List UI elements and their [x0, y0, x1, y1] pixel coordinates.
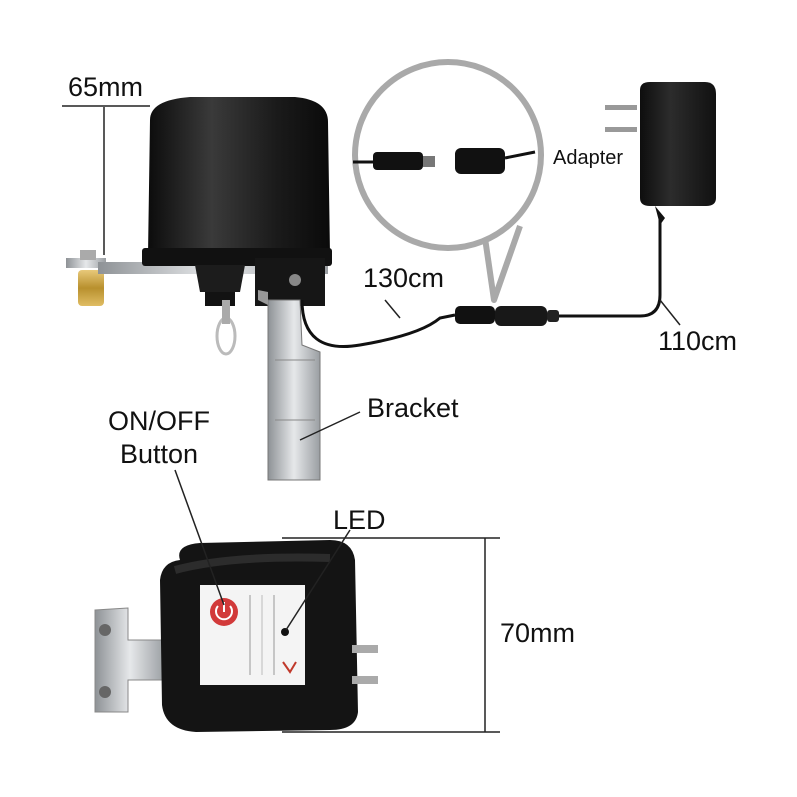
button-label-line1: ON/OFF: [108, 406, 210, 436]
width-dimension-label: 70mm: [500, 618, 576, 648]
actuator-knob: [195, 265, 245, 292]
adapter-cable-length-label: 110cm: [658, 326, 738, 356]
zoom-circle: [352, 59, 544, 251]
valve-cable-length-label: 130cm: [363, 263, 445, 293]
connector-zoom-callout: [352, 59, 544, 303]
bracket: [267, 299, 321, 481]
actuator-dome: [148, 97, 330, 255]
valve-actuator-front-view: [94, 469, 500, 733]
button-label-line2: Button: [119, 439, 199, 469]
height-dimension-label: 65mm: [68, 72, 144, 102]
adapter-label: Adapter: [553, 147, 624, 169]
led-pointer: [285, 529, 351, 631]
button-pointer: [174, 469, 225, 606]
adapter-body: [640, 82, 716, 206]
bracket-pointer: [299, 411, 361, 441]
led-label: LED: [333, 505, 386, 535]
valve-cable: [300, 299, 456, 348]
cable-connector: [455, 306, 495, 324]
power-adapter: [605, 82, 716, 225]
power-icon: [215, 605, 233, 621]
brass-fitting: [78, 270, 104, 306]
led-indicator: [281, 628, 289, 636]
bracket-label: Bracket: [367, 393, 459, 423]
valve-actuator-side-view: [62, 97, 361, 481]
power-cable: [300, 215, 681, 348]
